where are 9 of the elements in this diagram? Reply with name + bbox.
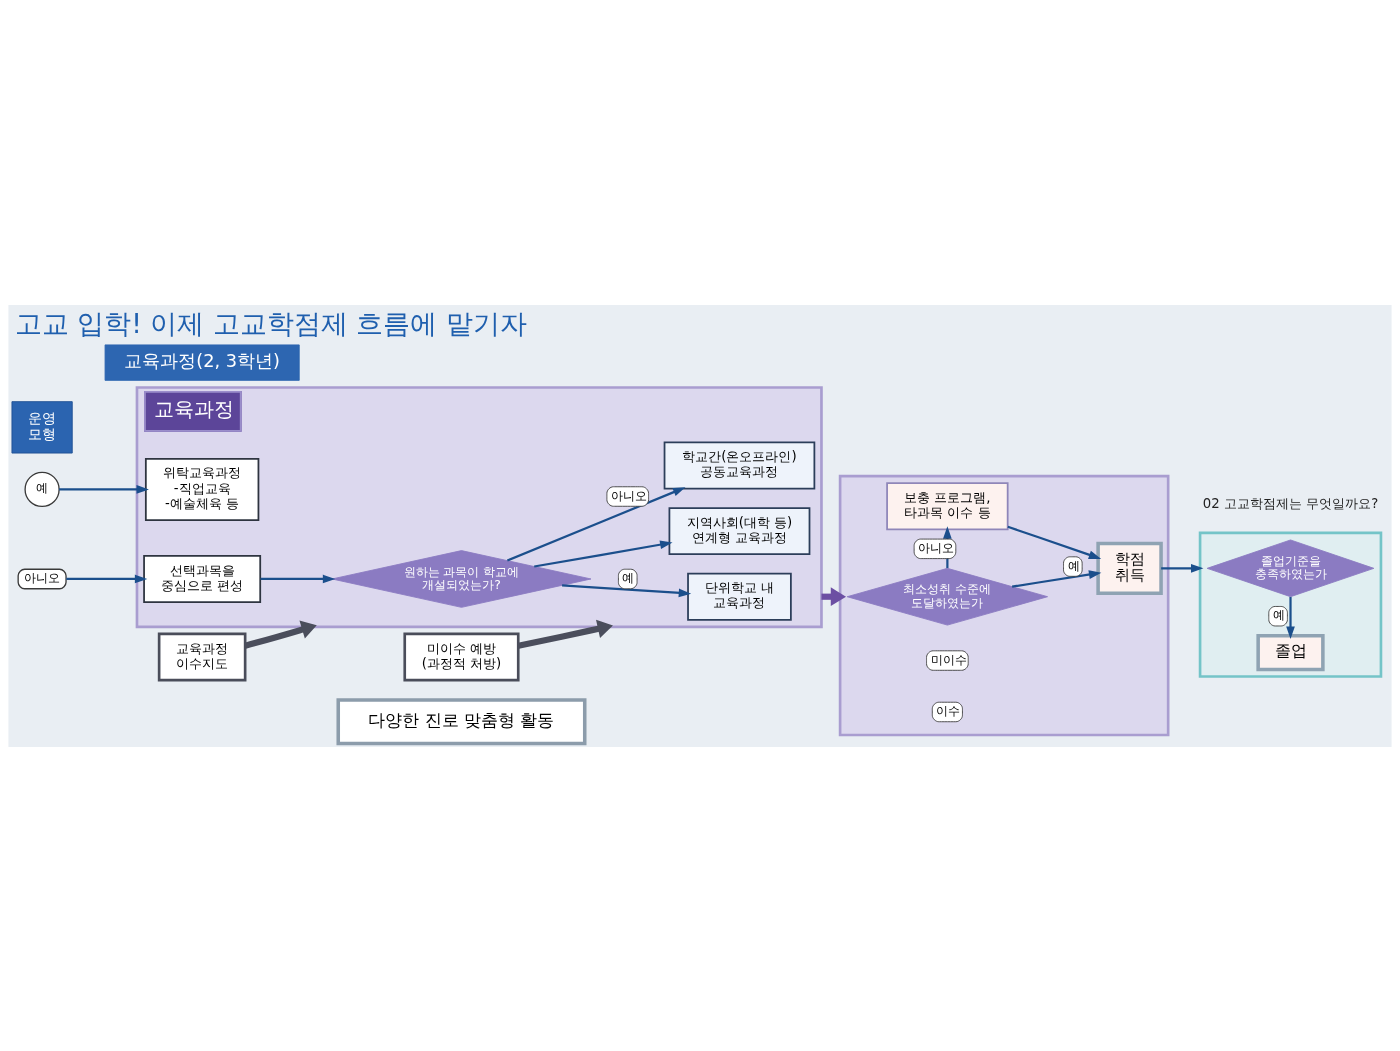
label: 미이수 <box>930 652 967 667</box>
edge-label: 예 <box>1067 558 1080 573</box>
edge-label: 예 <box>1272 607 1285 622</box>
edge-label: 아니오 <box>610 488 647 503</box>
label: 이수 <box>935 703 960 718</box>
edge-label: 아니오 <box>918 540 955 555</box>
edge-label: 예 <box>622 570 635 585</box>
diagram-title: 고교 입학! 이제 고교학점제 흐름에 맡기자 <box>14 307 527 339</box>
label: 02 고교학점제는 무엇일까요? <box>1202 495 1379 511</box>
